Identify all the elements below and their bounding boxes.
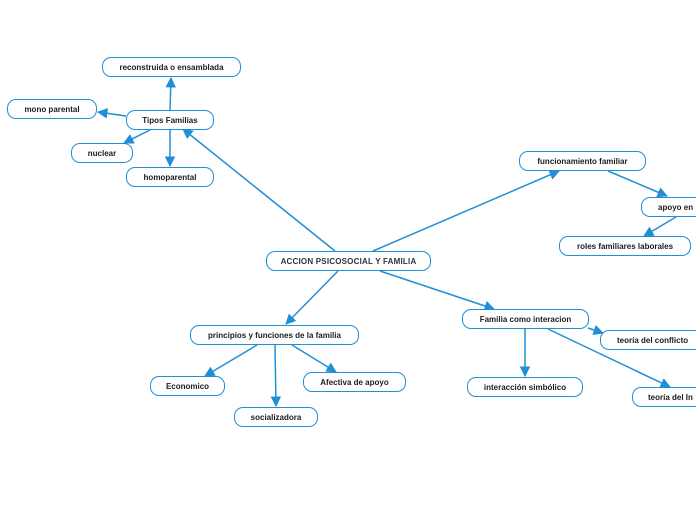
edge-root-interaccion [379, 270, 495, 311]
node-economico[interactable]: Economico [150, 376, 225, 396]
edge-principios-socializadora [270, 344, 282, 408]
node-nuclear[interactable]: nuclear [71, 143, 133, 163]
node-familia-interacion[interactable]: Familia como interacion [462, 309, 589, 329]
node-socializadora[interactable]: socializadora [234, 407, 318, 427]
node-roles-familiares[interactable]: roles familiares laborales [559, 236, 691, 256]
edge-funcionamiento-apoyo [607, 170, 668, 198]
edge-principios-afectiva [291, 344, 337, 373]
node-teoria-in[interactable]: teoría del In [632, 387, 696, 407]
edge-tipos-nuclear [123, 129, 151, 144]
node-interaccion-simbolico[interactable]: interacción simbólico [467, 377, 583, 397]
node-root[interactable]: ACCION PSICOSOCIAL Y FAMILIA [266, 251, 431, 271]
edge-principios-economico [204, 344, 258, 377]
node-mono-parental[interactable]: mono parental [7, 99, 97, 119]
node-principios-funciones[interactable]: principios y funciones de la familia [190, 325, 359, 345]
node-teoria-conflicto[interactable]: teoría del conflicto [600, 330, 696, 350]
edge-interaccion-teoria-in [547, 328, 671, 388]
edge-tipos-mono [96, 108, 127, 119]
edge-root-funcionamiento [372, 169, 560, 252]
node-homoparental[interactable]: homoparental [126, 167, 214, 187]
node-afectiva-apoyo[interactable]: Afectiva de apoyo [303, 372, 406, 392]
node-reconstruida[interactable]: reconstruida o ensamblada [102, 57, 241, 77]
edge-root-tipos [182, 128, 336, 252]
edge-interaccion-conflicto [587, 325, 604, 335]
node-funcionamiento-familiar[interactable]: funcionamiento familiar [519, 151, 646, 171]
edge-root-principios [285, 270, 339, 325]
node-apoyo-en[interactable]: apoyo en [641, 197, 696, 217]
edge-tipos-reconstruida [165, 76, 176, 111]
node-tipos-familias[interactable]: Tipos Familias [126, 110, 214, 130]
edge-apoyo-roles [643, 216, 677, 237]
